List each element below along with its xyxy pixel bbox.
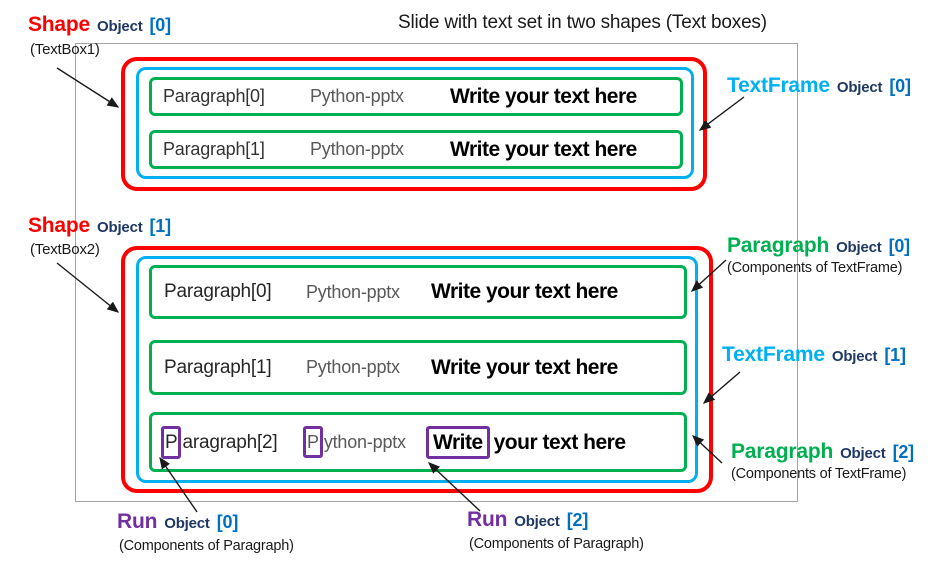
- diagram-title: Slide with text set in two shapes (Text …: [398, 12, 767, 33]
- run0-label: Run Object [0]: [117, 510, 238, 534]
- shape0-name: Shape: [28, 13, 91, 36]
- run0-name: Run: [117, 510, 158, 533]
- textframe0-object-word: Object: [836, 79, 883, 96]
- run0-sublabel: (Components of Paragraph): [119, 538, 294, 554]
- library-text: Python-pptx: [306, 357, 400, 377]
- textframe0-cyan-frame: [136, 67, 694, 179]
- textframe0-index: [0]: [889, 76, 911, 96]
- library-text: Python-pptx: [310, 139, 404, 159]
- paragraph0-index: [0]: [888, 236, 911, 256]
- run2-sublabel: (Components of Paragraph): [469, 536, 644, 552]
- shape0-object-word: Object: [97, 18, 143, 35]
- textbox1-paragraph1-row: Paragraph[1] Python-pptx Write your text…: [149, 130, 683, 169]
- paragraph0-sublabel: (Components of TextFrame): [727, 260, 903, 276]
- run2-index: [2]: [566, 510, 589, 530]
- textframe1-object-word: Object: [831, 348, 878, 365]
- textbox2-paragraph0-row: Paragraph[0] Python-pptx Write your text…: [149, 265, 687, 319]
- paragraph-index-text: Paragraph[0]: [163, 86, 265, 106]
- run0-outline: P: [161, 425, 182, 459]
- run-text: Write your text here: [431, 355, 618, 379]
- textframe1-index: [1]: [884, 345, 906, 365]
- paragraph0-label: Paragraph Object [0]: [727, 234, 910, 258]
- shape1-label: Shape Object [1]: [28, 214, 171, 238]
- run-text-rest: your text here: [493, 430, 626, 454]
- shape0-label: Shape Object [0]: [28, 13, 171, 37]
- run2-name: Run: [467, 508, 508, 531]
- textframe1-cyan-frame: [136, 256, 698, 483]
- library-rest: ython-pptx: [323, 432, 406, 452]
- run-text: Write your text here: [431, 280, 618, 303]
- paragraph0-name: Paragraph: [727, 234, 830, 257]
- run1-outline: P: [303, 426, 323, 458]
- textbox1-sublabel: (TextBox1): [30, 41, 100, 58]
- paragraph2-index: [2]: [892, 442, 915, 462]
- run2-outline: Write: [426, 425, 490, 459]
- textbox2-sublabel: (TextBox2): [30, 241, 100, 258]
- run2-object-word: Object: [514, 513, 560, 530]
- textbox1-paragraph0-row: Paragraph[0] Python-pptx Write your text…: [149, 77, 683, 116]
- shape1-name: Shape: [28, 214, 91, 237]
- library-text: Python-pptx: [306, 281, 400, 302]
- run-text: Write your text here: [450, 84, 637, 108]
- paragraph2-object-word: Object: [840, 445, 886, 462]
- paragraph0-object-word: Object: [836, 239, 882, 256]
- textbox2-paragraph1-row: Paragraph[1] Python-pptx Write your text…: [149, 340, 687, 395]
- textframe0-label: TextFrame Object [0]: [727, 74, 911, 98]
- shape1-red-frame: [121, 246, 713, 493]
- paragraph2-sublabel: (Components of TextFrame): [731, 466, 907, 482]
- run0-object-word: Object: [164, 515, 210, 532]
- paragraph2-name: Paragraph: [731, 440, 834, 463]
- shape1-index: [1]: [149, 216, 172, 236]
- shape0-index: [0]: [149, 15, 172, 35]
- library-text: Python-pptx: [310, 86, 404, 106]
- textframe0-name: TextFrame: [727, 74, 830, 97]
- paragraph-index-text: Paragraph[1]: [164, 356, 272, 378]
- run-text: Write your text here: [450, 137, 637, 161]
- run0-index: [0]: [216, 512, 239, 532]
- shape1-object-word: Object: [97, 219, 143, 236]
- paragraph-index-text: Paragraph[0]: [164, 281, 272, 302]
- textframe1-label: TextFrame Object [1]: [722, 343, 906, 367]
- paragraph2-label: Paragraph Object [2]: [731, 440, 914, 464]
- paragraph-index-text: Paragraph[1]: [163, 139, 265, 159]
- paragraph-index-rest: aragraph[2]: [182, 431, 278, 453]
- run2-label: Run Object [2]: [467, 508, 588, 532]
- textframe1-name: TextFrame: [722, 343, 825, 366]
